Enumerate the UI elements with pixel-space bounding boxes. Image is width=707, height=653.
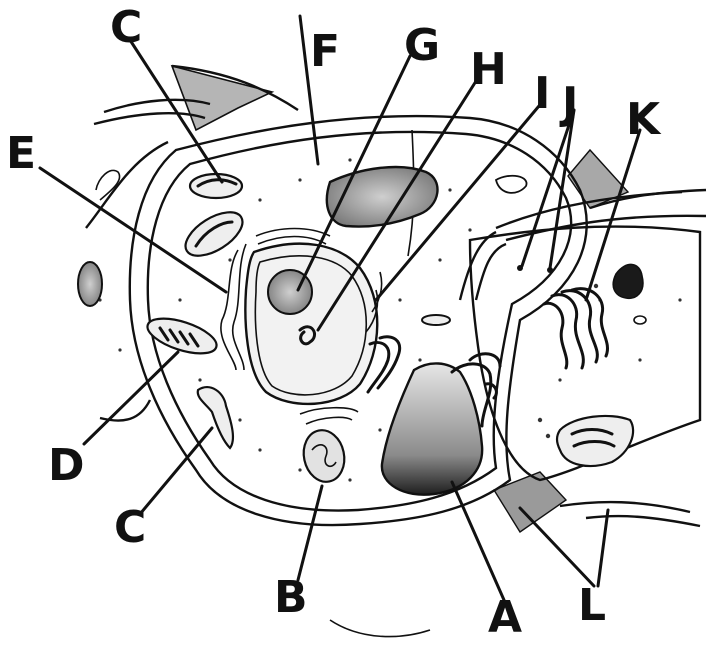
organelle-f: [327, 167, 527, 226]
label-b: B: [274, 576, 308, 620]
organelle-small: [422, 315, 450, 325]
golgi-k: [544, 289, 608, 368]
label-a: A: [488, 596, 522, 640]
label-j: J: [562, 82, 578, 126]
right-cell-organelles: [517, 264, 646, 466]
label-h: H: [470, 48, 507, 92]
label-c-top: C: [110, 6, 142, 50]
label-g: G: [404, 24, 440, 68]
label-l: L: [578, 584, 606, 628]
organelle-left-edge: [78, 262, 102, 306]
label-c-bottom: C: [114, 506, 146, 550]
mitochondrion-b: [299, 426, 349, 485]
label-k: K: [626, 98, 660, 142]
label-e: E: [6, 132, 36, 176]
dark-vesicle: [613, 264, 643, 298]
label-d: D: [48, 444, 85, 488]
label-f: F: [310, 30, 340, 74]
label-i: I: [534, 72, 550, 116]
chloroplast-left: [178, 203, 249, 264]
